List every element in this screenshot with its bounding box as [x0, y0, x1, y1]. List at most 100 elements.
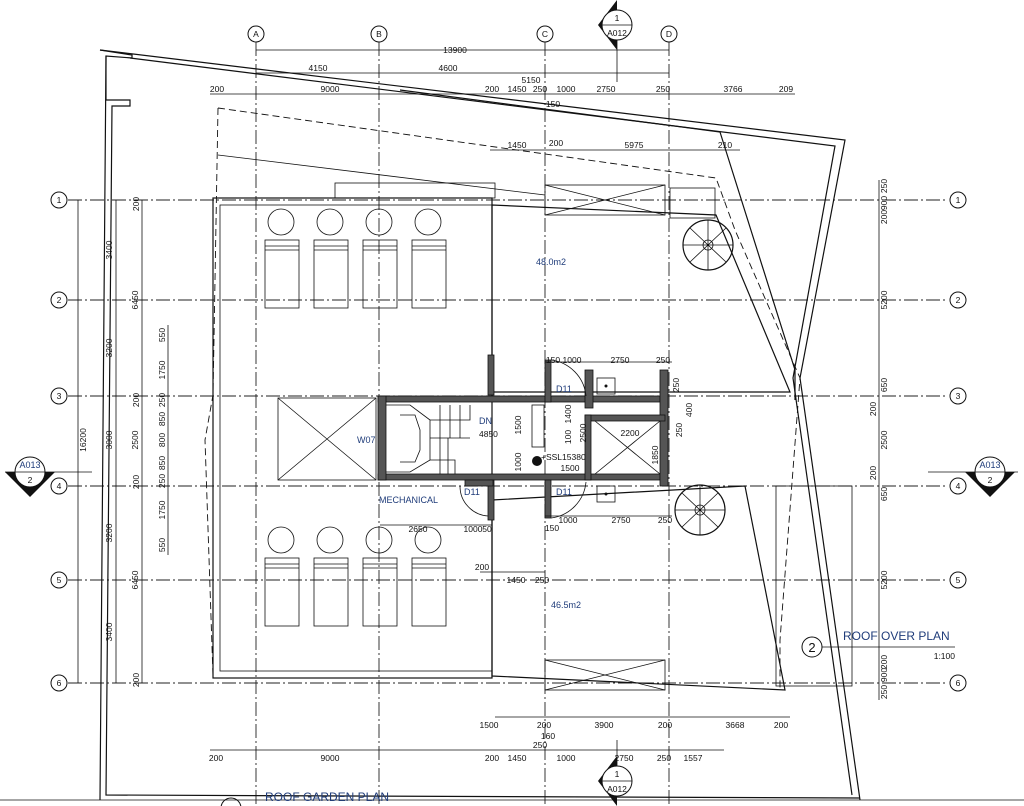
bottom-dimensions: 1500 200 3900 200 3668 200 160 250 200 9…: [209, 716, 790, 763]
dim-label: 1000: [464, 524, 483, 534]
interior-dimensions: 150 1000 2750 250 250 400 250 1400 100 2…: [380, 355, 694, 585]
dim-label: 250: [157, 393, 167, 407]
dim-label: 2650: [409, 524, 428, 534]
dim-label: 200: [658, 720, 672, 730]
dim-label: 5200: [879, 290, 889, 309]
dim-label: 5150: [522, 75, 541, 85]
grid-row-2-left: 2: [57, 295, 62, 305]
dim-label: 250: [533, 84, 547, 94]
dim-label: 200: [131, 673, 141, 687]
dim-label: 6450: [130, 570, 140, 589]
grid-lines: [68, 42, 946, 806]
section-bottom-num: 1: [615, 769, 620, 779]
dim-label: 250: [533, 740, 547, 750]
dim-label: 250: [671, 378, 681, 392]
grid-row-3-right: 3: [956, 391, 961, 401]
dim-label: 160: [541, 731, 555, 741]
south-terrace-area-label: 46.5m2: [551, 600, 581, 610]
loungers-north: [264, 208, 447, 309]
dim-label: 200: [131, 197, 141, 211]
dim-label: 1000: [557, 753, 576, 763]
dim-label: 150: [546, 355, 560, 365]
core: [277, 354, 669, 521]
dim-label: 1557: [684, 753, 703, 763]
dim-label: 250: [658, 515, 672, 525]
section-right-num: 2: [988, 475, 993, 485]
roof-over-plan-label: ROOF OVER PLAN: [843, 629, 950, 643]
dim-label: 3000: [104, 430, 114, 449]
dim-label: 5975: [625, 140, 644, 150]
dim-label: 100: [563, 430, 573, 444]
dim-label: 1000: [559, 515, 578, 525]
dim-label: 900: [879, 196, 889, 210]
dim-label: 2200: [621, 428, 640, 438]
stair-length-label: 4850: [479, 429, 498, 439]
dim-label: 850: [157, 412, 167, 426]
dim-label: 250: [157, 474, 167, 488]
dim-label: 200: [485, 84, 499, 94]
level-tag: +SSL15380: [541, 452, 586, 462]
dim-label: 250: [879, 685, 889, 699]
grid-row-1-left: 1: [57, 195, 62, 205]
window-tag: W07: [357, 435, 376, 445]
dim-label: 900: [879, 668, 889, 682]
grid-row-5-right: 5: [956, 575, 961, 585]
dim-label: 9000: [321, 84, 340, 94]
dim-label: 250: [657, 753, 671, 763]
section-top-num: 1: [615, 13, 620, 23]
loungers-south: [264, 526, 447, 627]
grid-row-1-right: 1: [956, 195, 961, 205]
dim-label: 200: [210, 84, 224, 94]
dim-label: 200: [774, 720, 788, 730]
dim-label: 1500: [480, 720, 499, 730]
stair-dn-label: DN: [479, 416, 492, 426]
dim-label: 650: [879, 487, 889, 501]
dim-label: 1450: [508, 84, 527, 94]
door-tag-2: D11: [464, 487, 480, 497]
dim-label: 50: [482, 524, 492, 534]
dim-label: 200: [209, 753, 223, 763]
section-right-sheet: A013: [979, 460, 1000, 470]
roof-garden: [212, 182, 496, 679]
dim-label: 3200: [104, 338, 114, 357]
dim-label: 400: [684, 403, 694, 417]
dim-label: 3200: [104, 523, 114, 542]
grid-row-6-left: 6: [57, 678, 62, 688]
roof-boundary: [99, 49, 861, 801]
room-labels: 48.0m2 46.5m2 W07 MECHANICAL DN 4850 D11…: [357, 257, 586, 610]
grid-row-2-right: 2: [956, 295, 961, 305]
left-dimensions: 16200 3400 3200 3000 3200 3400 6450 2500…: [77, 197, 169, 687]
dim-label: 200: [131, 475, 141, 489]
grid-row-5-left: 5: [57, 575, 62, 585]
dim-label: 250: [535, 575, 549, 585]
door-tag-1: D11: [556, 384, 572, 394]
dim-label: 2750: [611, 355, 630, 365]
dim-label: 200: [131, 393, 141, 407]
dim-label: 1750: [157, 500, 167, 519]
roof-garden-plan-title: ROOF GARDEN PLAN: [0, 790, 1024, 806]
section-marker-right: A013 2: [928, 456, 1018, 497]
dim-label: 3900: [595, 720, 614, 730]
dim-label: 200: [485, 753, 499, 763]
dim-label: 200: [537, 720, 551, 730]
dim-label: 3766: [724, 84, 743, 94]
dim-label: 1450: [508, 140, 527, 150]
dim-label: 209: [779, 84, 793, 94]
grid-col-a: A: [253, 29, 259, 39]
top-dimensions: 13900 4150 4600 5150 200 9000 200 1450 2…: [210, 45, 795, 151]
dim-label: 1500: [513, 415, 523, 434]
dim-label: 200: [879, 210, 889, 224]
right-dimensions: 250 900 200 5200 650 200 2500 200 650 52…: [868, 179, 889, 700]
dim-label: 1000: [557, 84, 576, 94]
dim-label: 150: [545, 523, 559, 533]
dim-label: 3668: [726, 720, 745, 730]
dim-label: 250: [656, 84, 670, 94]
grid-col-d: D: [666, 29, 672, 39]
dim-label: 250: [674, 423, 684, 437]
roof-garden-plan-label: ROOF GARDEN PLAN: [265, 790, 389, 804]
dim-label: 1750: [157, 360, 167, 379]
dim-label: 9000: [321, 753, 340, 763]
dim-label: 2500: [578, 423, 588, 442]
dim-label: 150: [546, 99, 560, 109]
mechanical-label: MECHANICAL: [379, 495, 438, 505]
